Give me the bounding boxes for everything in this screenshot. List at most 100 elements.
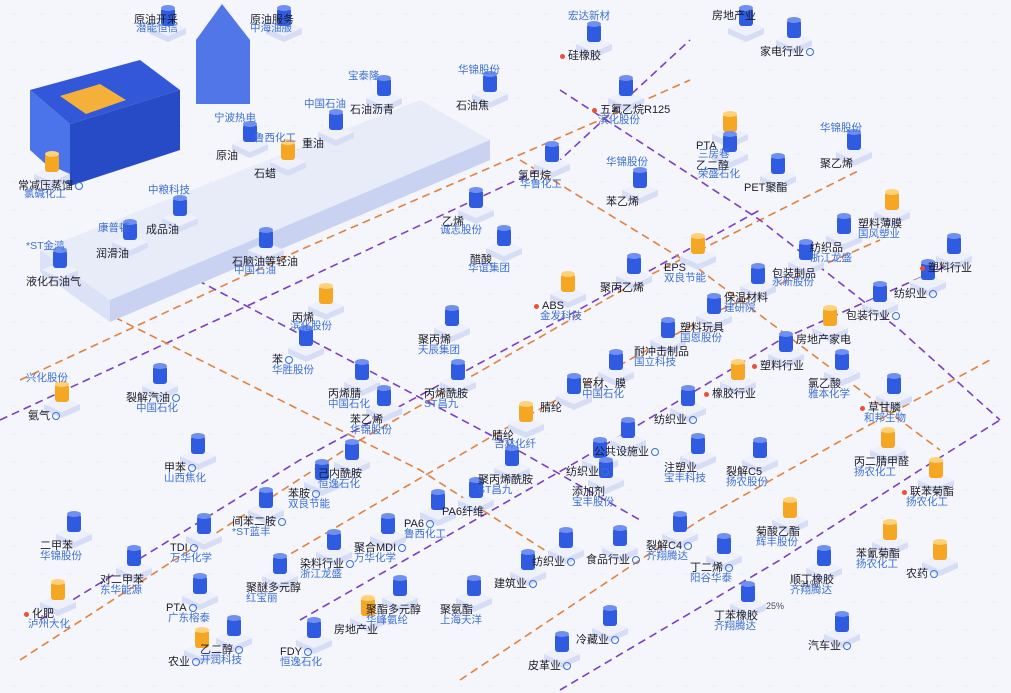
product-icon: [696, 293, 732, 330]
product-icon: [366, 385, 402, 422]
product-label: 丙二腈甲醛: [854, 456, 909, 468]
marker-dot: [560, 53, 565, 59]
product-name: 原油开采: [134, 14, 178, 26]
company-label: 滨化股份: [598, 114, 640, 126]
marker-ring: [304, 648, 312, 657]
company-label: ST昌九: [424, 398, 459, 410]
marker-dot: [902, 489, 907, 495]
product-label: 石油沥青: [350, 104, 394, 116]
product-name: 纺织品: [810, 242, 843, 254]
product-label: 聚氨酯: [440, 604, 473, 616]
product-name: PA6: [404, 518, 424, 530]
product-icon: [40, 579, 76, 616]
company-label: 扬农化工: [856, 558, 898, 570]
product-label: 冷藏业: [576, 634, 619, 646]
product-name: 常减压蒸馏: [18, 180, 73, 192]
product-name: 农业: [168, 656, 190, 668]
product-label: 纺织业: [654, 414, 697, 426]
marker-ring: [930, 570, 938, 579]
company-label: 山西焦化: [164, 472, 206, 484]
product-icon: [876, 373, 912, 410]
product-icon: [544, 631, 580, 668]
company-label: 浙江龙盛: [810, 252, 852, 264]
company-label: 双良节能: [664, 272, 706, 284]
product-name: ABS: [542, 300, 565, 312]
marker-ring: [929, 290, 937, 299]
product-icon: [458, 477, 494, 514]
product-name: 苯胺: [288, 488, 310, 500]
connector-orange: [79, 299, 561, 561]
product-label: 石脑油等轻油: [232, 256, 298, 268]
company-label: 诚志股份: [440, 224, 482, 236]
marker-ring: [725, 564, 733, 573]
product-icon: [576, 21, 612, 58]
product-icon: [824, 349, 860, 386]
product-icon: [760, 153, 796, 190]
product-icon: [616, 253, 652, 290]
marker-ring: [285, 356, 293, 365]
product-label: 丙烯酰胺: [424, 388, 468, 400]
product-name: 丙二腈甲醛: [854, 456, 909, 468]
product-icon: [776, 17, 812, 54]
product-label: 己内酰胺: [318, 468, 362, 480]
product-icon: [610, 417, 646, 454]
product-name: 公共设施业: [594, 446, 649, 458]
product-icon: [262, 553, 298, 590]
product-name: 塑料行业: [928, 262, 972, 274]
marker-ring: [601, 468, 609, 477]
product-name: 塑料薄膜: [858, 218, 902, 230]
product-label: ABS: [534, 300, 564, 312]
product-name: 耐冲击制品: [634, 346, 689, 358]
product-name: 氢甲烷: [518, 170, 551, 182]
connector-purple: [559, 89, 1001, 421]
product-name: 聚乙烯: [820, 158, 853, 170]
product-label: 包装制品: [772, 268, 816, 280]
product-icon: [112, 219, 148, 256]
company-label: 华鲁化工: [520, 178, 562, 190]
product-icon: [296, 617, 332, 654]
product-label: 汽车业: [808, 640, 851, 652]
product-name: PTA: [166, 602, 187, 614]
product-label: PET聚酯: [744, 182, 787, 194]
product-icon: [316, 529, 352, 566]
product-name: 丁二烯: [690, 562, 723, 574]
product-label: 聚乙烯: [820, 158, 853, 170]
company-label: 兴化股份: [26, 372, 68, 384]
product-name: 汽车业: [808, 640, 841, 652]
product-icon: [116, 545, 152, 582]
company-label: 中粮科技: [148, 184, 190, 196]
product-name: 苯: [272, 354, 283, 366]
product-name: 家电行业: [760, 46, 804, 58]
marker-dot: [534, 303, 539, 309]
company-label: 建研院: [724, 302, 756, 314]
marker-ring: [312, 490, 320, 499]
product-name: 醋酸: [470, 254, 492, 266]
marker-dot: [920, 265, 925, 271]
marker-ring: [563, 662, 571, 671]
product-label: 甲苯: [164, 462, 196, 474]
product-label: 原油: [216, 150, 238, 162]
product-icon: [622, 167, 658, 204]
product-label: 苯乙烯: [606, 196, 639, 208]
marker-ring: [611, 636, 619, 645]
product-icon: [344, 359, 380, 396]
marker-ring: [278, 518, 286, 527]
marker-ring: [892, 312, 900, 321]
product-label: 裂解C5: [726, 466, 762, 478]
product-icon: [184, 627, 220, 664]
product-name: 聚丙烯: [418, 334, 451, 346]
company-label: 华锦股份: [606, 156, 648, 168]
product-icon: [248, 487, 284, 524]
product-icon: [216, 615, 252, 652]
product-name: 聚氨酯: [440, 604, 473, 616]
product-label: 成品油: [146, 224, 179, 236]
connector-orange: [19, 79, 691, 381]
product-label: 食品行业: [586, 554, 640, 566]
product-icon: [508, 401, 544, 438]
product-icon: [440, 359, 476, 396]
product-name: 聚醚多元醇: [246, 582, 301, 594]
product-name: 腈纶: [492, 430, 514, 442]
product-label: 公共设施业: [594, 446, 659, 458]
